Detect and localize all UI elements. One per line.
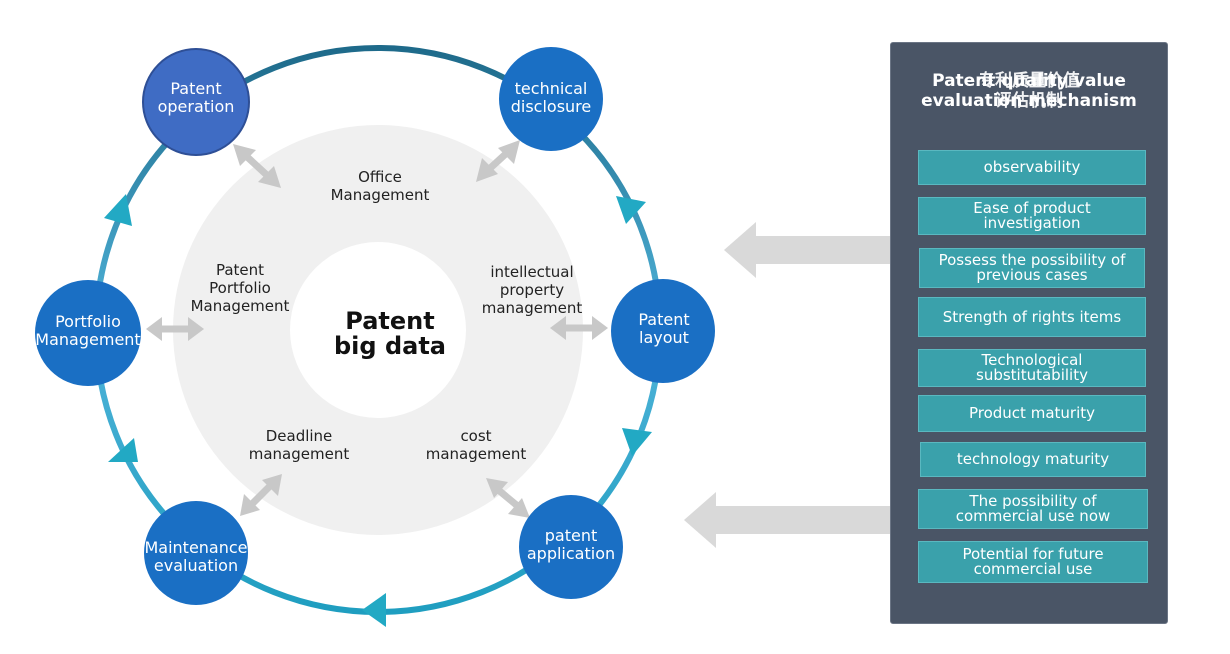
node-technical-disclosure <box>499 47 603 151</box>
label-deadline-management: Deadline management <box>248 427 350 463</box>
criterion-item: Ease of product investigation <box>918 197 1146 235</box>
connector-operation <box>233 144 281 188</box>
label-office-management: Office Management <box>330 168 430 204</box>
criterion-item: Technological substitutability <box>918 349 1146 387</box>
ring-arrow-right-upper <box>616 196 646 224</box>
connector-layout <box>550 316 608 340</box>
node-label-portfolio-management: Portfolio Management <box>35 312 141 349</box>
node-portfolio-management <box>35 280 141 386</box>
node-label-technical-disclosure: technical disclosure <box>510 79 592 116</box>
criterion-item: Potential for future commercial use <box>918 541 1148 583</box>
criterion-item: observability <box>918 150 1146 185</box>
panel-title-cn: 专利质量价值 评估机制 <box>978 71 1080 111</box>
node-label-patent-application: patent application <box>526 526 616 563</box>
ring-arrow-left-upper <box>104 194 132 226</box>
criterion-item: Strength of rights items <box>918 297 1146 337</box>
center-title: Patent big data <box>334 307 446 360</box>
node-patent-application <box>519 495 623 599</box>
node-maintenance-evaluation <box>144 501 248 605</box>
node-label-patent-layout: Patent layout <box>638 310 690 347</box>
criterion-item: Possess the possibility of previous case… <box>919 248 1145 288</box>
ring-arrow-left-lower <box>108 438 138 462</box>
center-circle <box>290 242 466 418</box>
label-patent-portfolio-management: Patent Portfolio Management <box>190 261 290 315</box>
connector-portfolio <box>146 317 204 341</box>
ring-arrow-bottom <box>362 593 386 627</box>
label-intellectual-property-management: intellectual property management <box>481 263 583 317</box>
connector-application <box>486 478 530 518</box>
node-patent-operation <box>142 48 250 156</box>
node-patent-layout <box>611 279 715 383</box>
panel-arrow-lower <box>684 492 890 548</box>
label-cost-management: cost management <box>425 427 527 463</box>
evaluation-panel: Patent quality value evaluation mechanis… <box>890 42 1168 624</box>
node-label-maintenance-evaluation: Maintenance evaluation <box>144 538 248 575</box>
connector-maintenance <box>240 474 282 516</box>
panel-title-en: Patent quality value evaluation mechanis… <box>921 71 1137 111</box>
criterion-item: The possibility of commercial use now <box>918 489 1148 529</box>
criterion-item: technology maturity <box>920 442 1146 477</box>
ring-arrow-right-lower <box>622 428 652 456</box>
panel-arrow-upper <box>724 222 890 278</box>
node-label-patent-operation: Patent operation <box>157 79 235 116</box>
criterion-item: Product maturity <box>918 395 1146 432</box>
connector-disclosure <box>476 140 520 182</box>
